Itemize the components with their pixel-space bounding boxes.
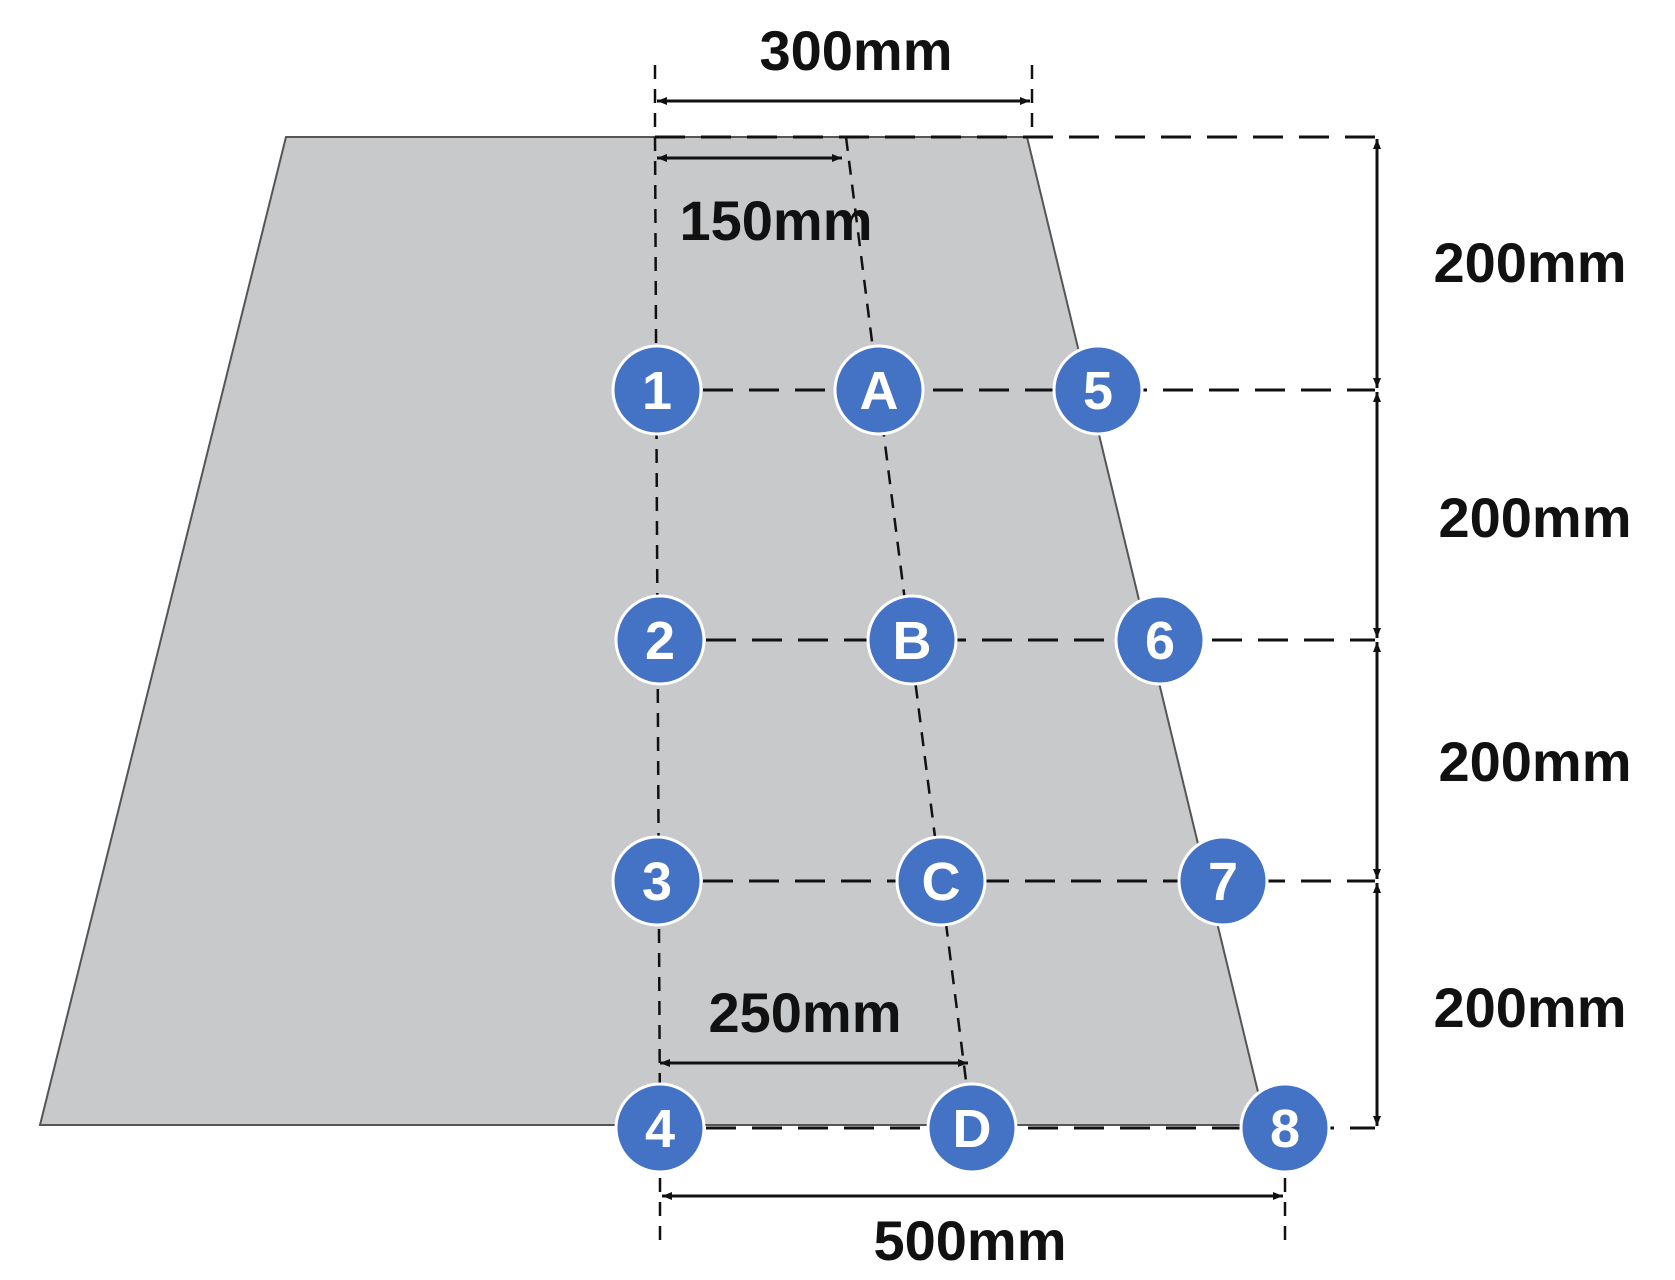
node-d: D	[926, 1082, 1018, 1174]
dim-label-bottom-width: 500mm	[873, 1209, 1066, 1272]
svg-text:8: 8	[1270, 1099, 1300, 1159]
node-3: 3	[611, 835, 703, 927]
dim-label-250: 250mm	[708, 981, 901, 1044]
node-b: B	[866, 594, 958, 686]
dim-label-spacing-3: 200mm	[1438, 730, 1631, 793]
svg-text:7: 7	[1208, 852, 1238, 912]
node-6: 6	[1114, 594, 1206, 686]
svg-text:6: 6	[1145, 611, 1175, 671]
svg-text:B: B	[893, 611, 932, 671]
node-4: 4	[614, 1082, 706, 1174]
dim-label-spacing-2: 200mm	[1438, 486, 1631, 549]
dim-label-top-width: 300mm	[759, 19, 952, 82]
left-column-line	[653, 136, 662, 1129]
dim-label-spacing-1: 200mm	[1433, 231, 1626, 294]
node-1: 1	[611, 344, 703, 436]
node-7: 7	[1177, 835, 1269, 927]
svg-text:D: D	[953, 1099, 992, 1159]
node-a: A	[833, 344, 925, 436]
svg-text:5: 5	[1083, 361, 1113, 421]
node-2: 2	[614, 594, 706, 686]
svg-text:C: C	[922, 852, 961, 912]
dim-label-150: 150mm	[679, 189, 872, 252]
node-c: C	[895, 835, 987, 927]
node-8: 8	[1239, 1082, 1331, 1174]
dim-label-spacing-4: 200mm	[1433, 976, 1626, 1039]
svg-text:A: A	[860, 361, 899, 421]
svg-text:4: 4	[645, 1099, 675, 1159]
svg-text:1: 1	[642, 361, 672, 421]
svg-text:2: 2	[645, 611, 675, 671]
node-5: 5	[1052, 344, 1144, 436]
svg-text:3: 3	[642, 852, 672, 912]
